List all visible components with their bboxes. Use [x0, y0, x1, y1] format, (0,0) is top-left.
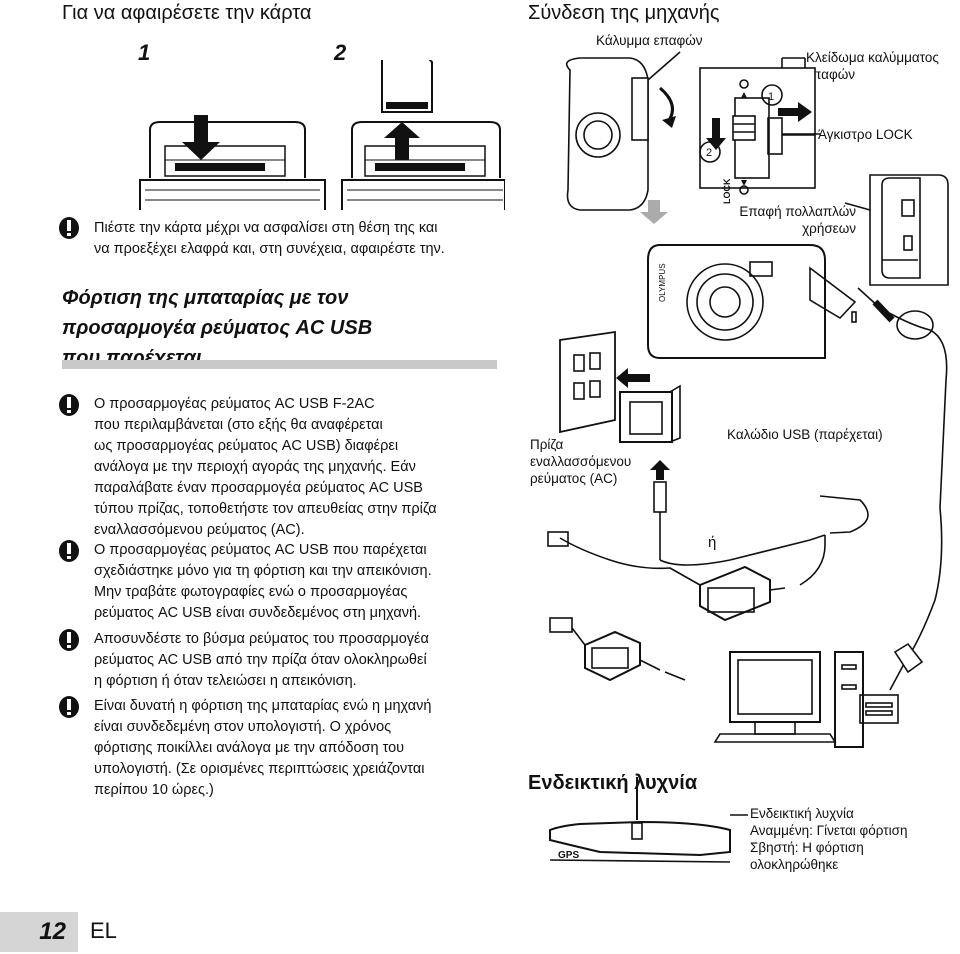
note-disconnect: Αποσυνδέστε το βύσμα ρεύματος του προσαρ…	[94, 631, 429, 689]
card-removal-illustration	[139, 60, 505, 210]
card-slot-step2	[341, 60, 505, 210]
label-multi-connector: Επαφή πολλαπλών χρήσεων	[739, 204, 856, 236]
cable-adapter	[699, 565, 771, 622]
indicator-notes: Ενδεικτική λυχνία Αναμμένη: Γίνεται φόρτ…	[750, 806, 908, 872]
svg-text:OLYMPUS: OLYMPUS	[658, 263, 667, 302]
section-title-bar	[62, 360, 497, 369]
remove-card-note: Πιέστε την κάρτα μέχρι να ασφαλίσει στη …	[94, 220, 445, 257]
step-number-2: 2	[334, 40, 347, 65]
remove-card-heading: Για να αφαιρέσετε την κάρτα	[62, 2, 312, 24]
camera-side-cover	[565, 57, 676, 211]
note-computer-charging: Είναι δυνατή η φόρτιση της μπαταρίας ενώ…	[94, 698, 432, 798]
computer	[713, 651, 899, 748]
label-usb-cable: Καλώδιο USB (παρέχεται)	[727, 427, 883, 442]
indicator-heading: Ενδεικτική λυχνία	[528, 772, 698, 794]
label-terminal-cover: Κάλυμμα επαφών	[596, 33, 703, 48]
card-slot-step1	[139, 115, 326, 210]
connect-camera-heading: Σύνδεση της μηχανής	[528, 2, 720, 24]
caution-icon	[59, 394, 79, 416]
svg-text:1: 1	[768, 91, 774, 103]
page-number: 12	[0, 912, 78, 952]
note-adapter-type: Ο προσαρμογέας ρεύματος AC USB F-2AC που…	[94, 396, 437, 538]
svg-text:LOCK: LOCK	[722, 178, 732, 204]
svg-text:GPS: GPS	[558, 850, 579, 861]
small-adapter	[584, 630, 641, 682]
label-lock-hook: Άγκιστρο LOCK	[818, 127, 913, 142]
label-cover-lock: Κλείδωμα καλύμματος επαφών	[806, 50, 939, 82]
charging-section-title: Φόρτιση της μπαταρίας με τον προσαρμογέα…	[62, 287, 373, 369]
step-number-1: 1	[138, 40, 151, 65]
camera-bottom-indicator	[549, 777, 731, 863]
multi-connector-zoom	[869, 174, 949, 286]
page-language: EL	[90, 918, 117, 943]
caution-icon	[59, 217, 79, 239]
wall-outlet	[559, 330, 616, 434]
note-adapter-usage: Ο προσαρμογέας ρεύματος AC USB που παρέχ…	[94, 542, 432, 621]
caution-icon	[59, 696, 79, 718]
svg-text:2: 2	[706, 147, 712, 159]
plug-adapter	[619, 384, 681, 443]
label-or: ή	[708, 534, 717, 551]
camera-connection-diagram: OLYMPUS	[547, 51, 949, 863]
caution-icon	[59, 629, 79, 651]
label-ac-outlet: Πρίζα εναλλασσόμενου ρεύματος (AC)	[530, 437, 632, 486]
cover-lock-switch	[732, 79, 783, 195]
camera-front	[647, 244, 857, 359]
caution-icon	[59, 540, 79, 562]
